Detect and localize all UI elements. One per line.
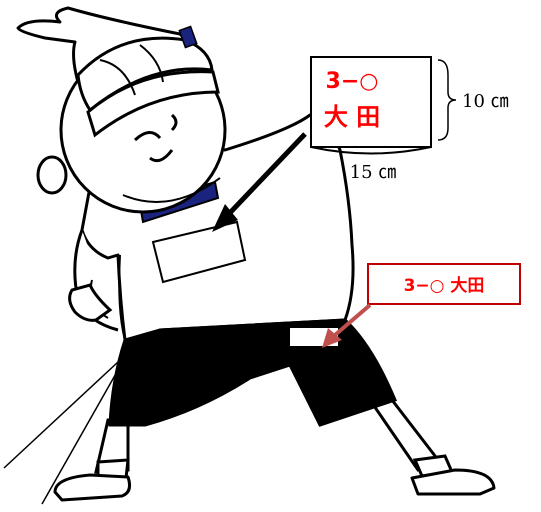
shorts-arrow	[322, 303, 372, 348]
shorts-tag-label: 3−○ 大田	[367, 263, 521, 305]
shorts	[108, 318, 398, 427]
shirt-arrow	[212, 132, 307, 232]
height-label: 10 ㎝	[462, 91, 509, 112]
shirt-tag-line1: 3−○	[326, 69, 379, 94]
pointer-lines	[3, 361, 119, 505]
shoes	[53, 468, 496, 502]
shorts-tag-text: 3−○ 大田	[404, 275, 485, 296]
hand-on-hip	[68, 283, 113, 322]
shirt-name-patch	[151, 220, 247, 284]
shirt-tag-enlarged: 3−○ 大 田	[310, 56, 432, 155]
height-brace: 10 ㎝	[437, 59, 509, 141]
width-label: 15 ㎝	[350, 162, 397, 183]
shirt-tag-line2: 大 田	[324, 103, 380, 131]
head	[36, 25, 227, 214]
